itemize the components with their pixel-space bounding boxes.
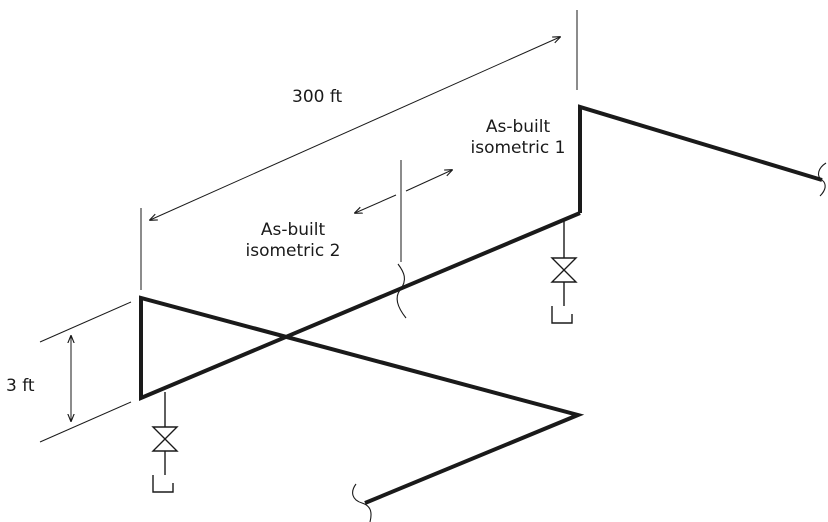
- drain-valve-right: [550, 219, 578, 324]
- isometric-2-label-line2: isometric 2: [245, 241, 341, 261]
- drain-valve-left: [151, 392, 179, 493]
- dimension-isometric-split-right: [405, 170, 452, 192]
- isometric-2-label-line1: As-built: [260, 220, 326, 240]
- pipe-run: [139, 104, 823, 505]
- break-mark-middle: [396, 263, 407, 319]
- pipe-upper-segment: [578, 104, 823, 213]
- isometric-1-label-line1: As-built: [485, 117, 551, 137]
- isometric-1-label: As-built isometric 1: [453, 117, 583, 159]
- pipe-break-marks: [352, 162, 827, 522]
- break-mark-bottom: [352, 483, 372, 522]
- dimension-300ft: [150, 37, 560, 220]
- isometric-2-label: As-built isometric 2: [228, 220, 358, 262]
- isometric-1-label-line2: isometric 1: [470, 138, 566, 158]
- length-dimension-label: 300 ft: [292, 87, 343, 107]
- extension-line-height-top: [39, 301, 132, 343]
- extension-line-height-bottom: [39, 401, 132, 443]
- dimension-isometric-split-left: [355, 194, 397, 213]
- dimension-lines: [39, 10, 578, 443]
- pipe-main-segment: [139, 211, 585, 505]
- height-dimension-label: 3 ft: [6, 376, 35, 396]
- break-mark-right: [817, 162, 827, 197]
